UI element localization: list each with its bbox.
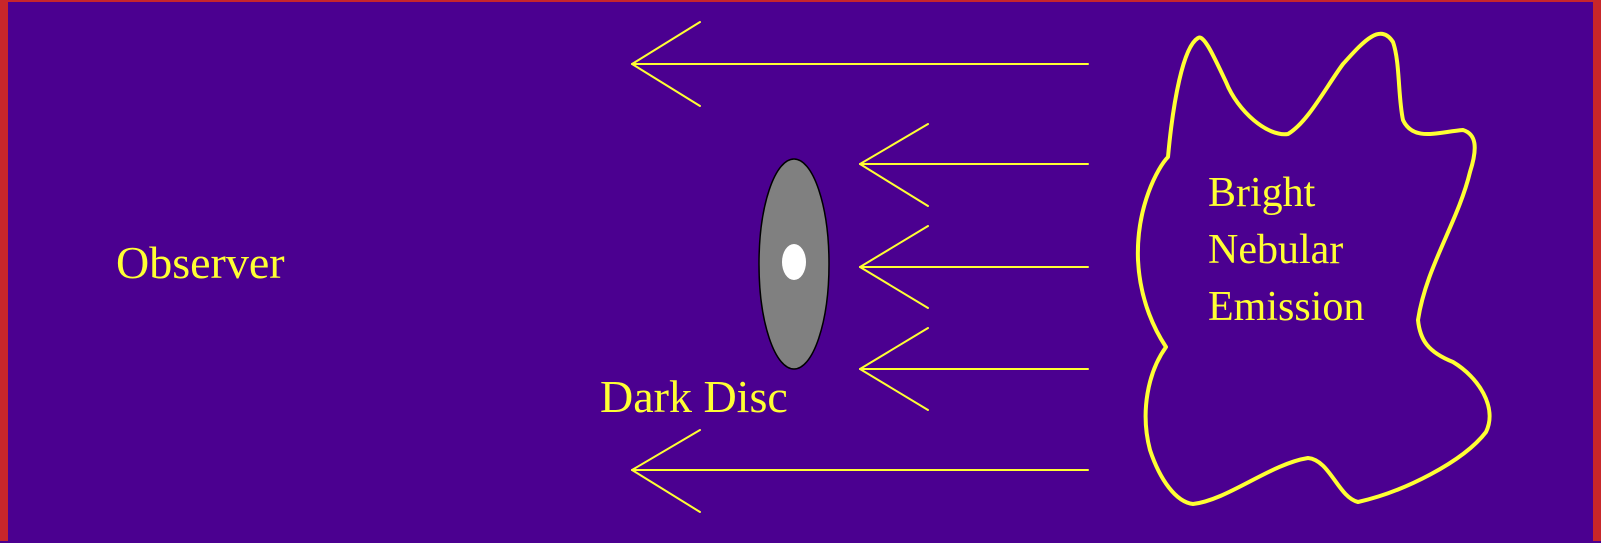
nebula-label-line-3: Emission xyxy=(1208,279,1364,336)
left-arrow-icon xyxy=(860,124,1088,206)
left-arrow-icon xyxy=(860,226,1088,308)
observer-label: Observer xyxy=(116,240,285,286)
left-arrow-icon xyxy=(632,430,1088,512)
nebula-label-line-2: Nebular xyxy=(1208,222,1364,279)
nebula-label: Bright Nebular Emission xyxy=(1208,165,1364,336)
dark-disc-icon xyxy=(759,159,829,369)
dark-disc-label: Dark Disc xyxy=(600,374,788,420)
disc-center-star xyxy=(782,244,806,280)
left-arrow-icon xyxy=(632,22,1088,106)
left-arrow-icon xyxy=(860,328,1088,410)
nebula-label-line-1: Bright xyxy=(1208,165,1364,222)
